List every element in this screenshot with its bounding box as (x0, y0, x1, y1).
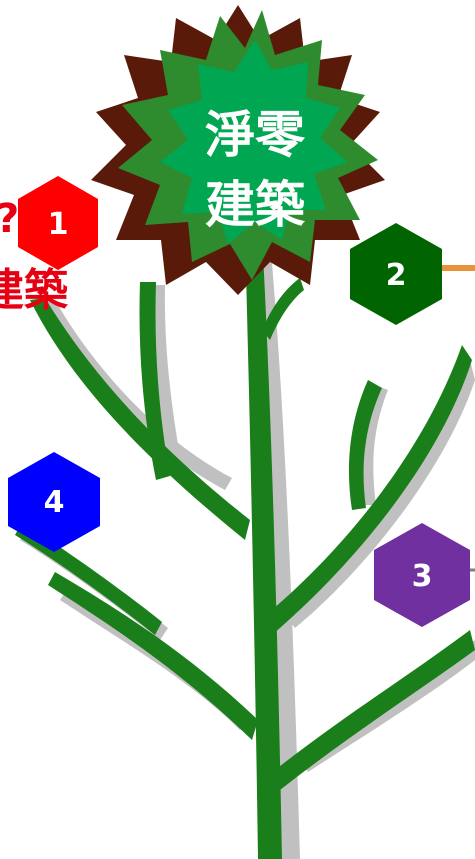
node-3[interactable]: 3 (374, 523, 470, 627)
title-star: 淨零 建築 (91, 5, 385, 295)
node-2-number: 2 (386, 258, 407, 293)
title-line-2: 建築 (205, 176, 306, 234)
node-1[interactable]: 1 (18, 176, 98, 270)
node-1-number: 1 (48, 207, 69, 242)
node-2-hexagon (350, 223, 442, 325)
left-label: 建築 (0, 265, 69, 316)
node-4[interactable]: 4 (8, 452, 100, 552)
node-1-hexagon (18, 176, 98, 270)
node-3-number: 3 (412, 559, 433, 594)
node-3-hexagon (374, 523, 470, 627)
left-punctuation: ? (0, 196, 19, 242)
node-4-number: 4 (44, 485, 65, 520)
title-line-1: 淨零 (205, 106, 306, 164)
node-2[interactable]: 2 (350, 223, 442, 325)
tree-trunk (15, 235, 475, 859)
star-inner (160, 40, 348, 244)
node-4-hexagon (8, 452, 100, 552)
